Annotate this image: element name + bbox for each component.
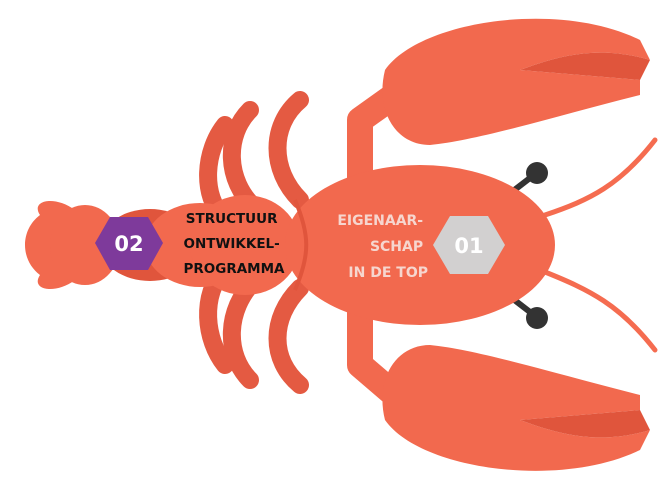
step-02-number: 02 — [114, 232, 143, 256]
tail-segment-3 — [190, 195, 300, 295]
lobster-carapace — [285, 165, 555, 325]
step-01-label: EIGENAAR- SCHAP IN DE TOP — [337, 213, 428, 281]
step-02-label: STRUCTUUR ONTWIKKEL- PROGRAMMA — [183, 211, 285, 277]
lower-claw — [382, 345, 650, 471]
lower-arm — [347, 292, 408, 408]
upper-antenna — [542, 137, 658, 218]
hexagon-badge-02-icon — [95, 217, 163, 270]
carapace-seam — [293, 199, 309, 291]
hexagon-badge-01-icon — [433, 216, 505, 274]
upper-arm — [347, 82, 408, 191]
lower-eye — [526, 307, 548, 329]
upper-eye — [526, 162, 548, 184]
upper-claw — [382, 18, 650, 145]
tail-base — [50, 205, 120, 285]
lower-antenna — [542, 269, 658, 353]
step-01-number: 01 — [454, 234, 483, 258]
